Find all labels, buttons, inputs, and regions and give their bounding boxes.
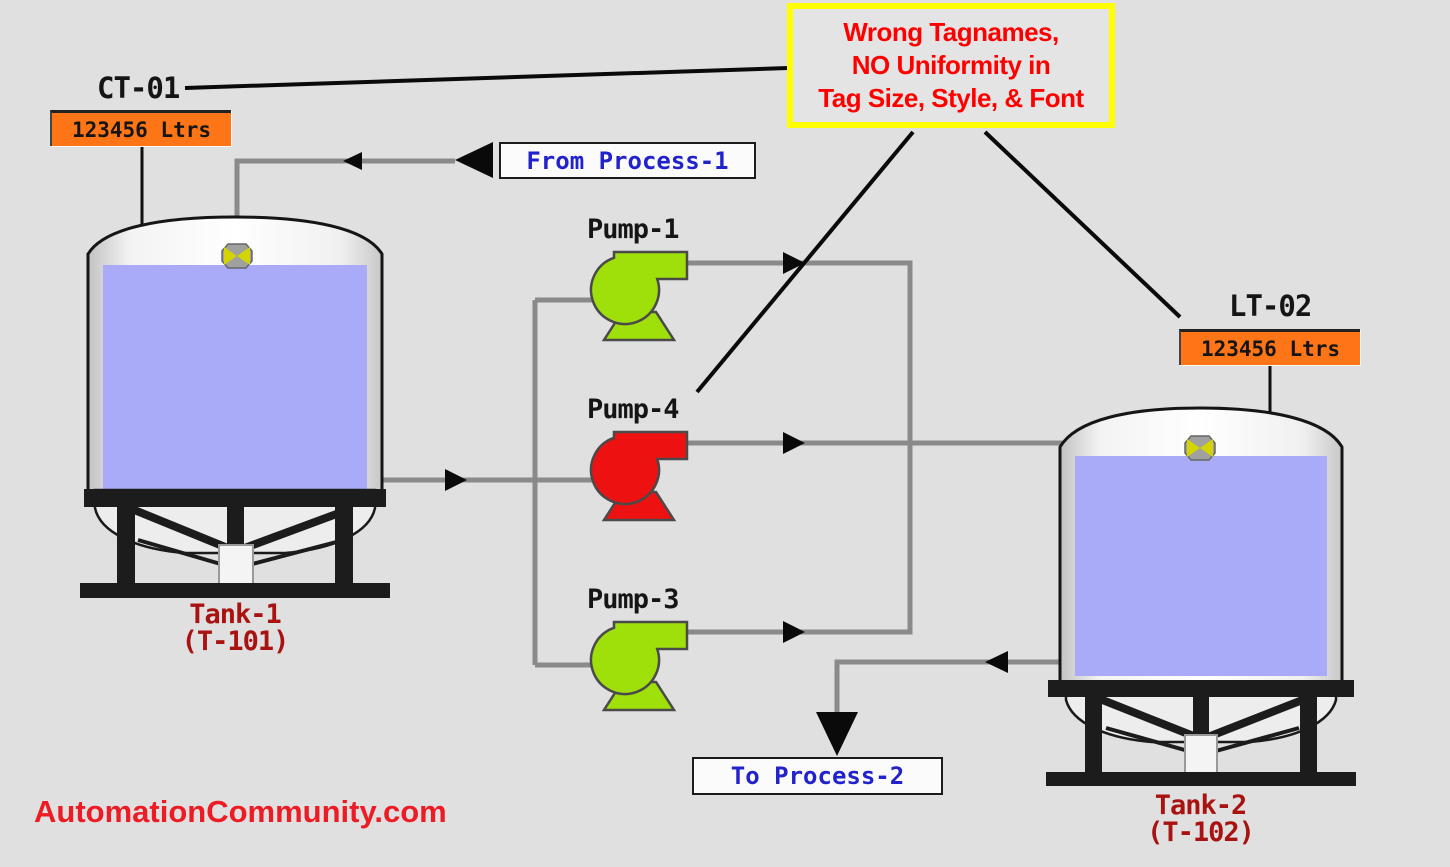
tank1-braces	[130, 505, 352, 569]
arrow-left-small	[343, 152, 362, 170]
tank2-graphic[interactable]	[1046, 406, 1356, 786]
tank2-name-label: Tank-2 (T-102)	[1098, 792, 1303, 846]
pump1-body	[589, 250, 689, 326]
tank2-leg-center	[1193, 697, 1209, 737]
tank2-outlet-box	[1184, 734, 1218, 776]
arrow-right-tank1-outlet	[445, 469, 467, 491]
tank2-leg-right	[1300, 697, 1317, 775]
tank1-leg-right	[335, 507, 353, 587]
tank1-outlet-box	[218, 544, 254, 590]
tank2-support-bar	[1048, 680, 1354, 697]
annotation-line1: Wrong Tagnames,	[843, 17, 1059, 47]
tank1-graphic[interactable]	[80, 215, 390, 598]
to-process2-label-box: To Process-2	[692, 757, 943, 795]
tank1-tag-label: CT-01	[97, 71, 180, 105]
tank1-level-value-box[interactable]: 123456 Ltrs	[50, 110, 231, 146]
tank1-name-label: Tank-1 (T-101)	[135, 601, 335, 655]
tank1-leg-left	[117, 507, 135, 587]
tank2-liquid-level	[1075, 456, 1327, 676]
annotation-callout: Wrong Tagnames, NO Uniformity in Tag Siz…	[787, 3, 1115, 128]
pump1-icon[interactable]	[589, 250, 689, 342]
arrow-right-pump3	[783, 621, 805, 643]
pipes	[234, 158, 1062, 714]
tank1-support-bar	[84, 489, 386, 507]
pipe-pump1-discharge	[687, 260, 913, 443]
arrow-right-pump1	[783, 252, 805, 274]
arrow-big-left-from-process1	[455, 142, 493, 178]
flow-arrows	[343, 142, 1008, 756]
tank1-top-valve-icon[interactable]	[221, 243, 253, 269]
pump1-label: Pump-1	[587, 214, 680, 245]
from-process1-label-box: From Process-1	[499, 142, 756, 179]
tank1-leg-center	[227, 507, 244, 549]
watermark-text: AutomationCommunity.com	[34, 794, 447, 829]
tank2-base-bar	[1046, 772, 1356, 786]
tank2-top-valve-icon[interactable]	[1184, 435, 1216, 461]
annotation-lines	[184, 66, 1182, 394]
pump3-label: Pump-3	[587, 584, 680, 615]
tank2-name: Tank-2	[1154, 790, 1248, 821]
annotation-line-to-ct01	[184, 66, 789, 90]
pump3-icon[interactable]	[589, 620, 689, 712]
pump4-label: Pump-4	[587, 394, 680, 425]
annotation-line-to-lt02	[983, 130, 1182, 319]
tank2-id: (T-102)	[1147, 817, 1255, 848]
tank2-level-value-box[interactable]: 123456 Ltrs	[1179, 329, 1360, 365]
pump4-icon[interactable]	[589, 430, 689, 522]
tank1-base-bar	[80, 583, 390, 598]
arrow-right-pump4	[783, 432, 805, 454]
tank1-id: (T-101)	[181, 626, 290, 657]
pipe-tank2-outlet	[834, 659, 1062, 714]
tank1-liquid-level	[103, 265, 367, 489]
annotation-line3: Tag Size, Style, & Font	[818, 83, 1084, 113]
annotation-line2: NO Uniformity in	[851, 50, 1051, 80]
pipe-pump3-discharge	[687, 443, 913, 635]
pump3-body	[589, 620, 689, 696]
annotation-line-to-pump4	[695, 130, 915, 394]
tank2-tag-label: LT-02	[1229, 289, 1312, 323]
pump4-body	[589, 430, 689, 506]
arrow-big-down-to-process2	[816, 712, 858, 756]
tank1-name: Tank-1	[189, 599, 282, 630]
arrow-left-tank2-outlet	[985, 651, 1008, 673]
tank2-leg-left	[1085, 697, 1102, 775]
tank2-braces	[1098, 695, 1307, 756]
